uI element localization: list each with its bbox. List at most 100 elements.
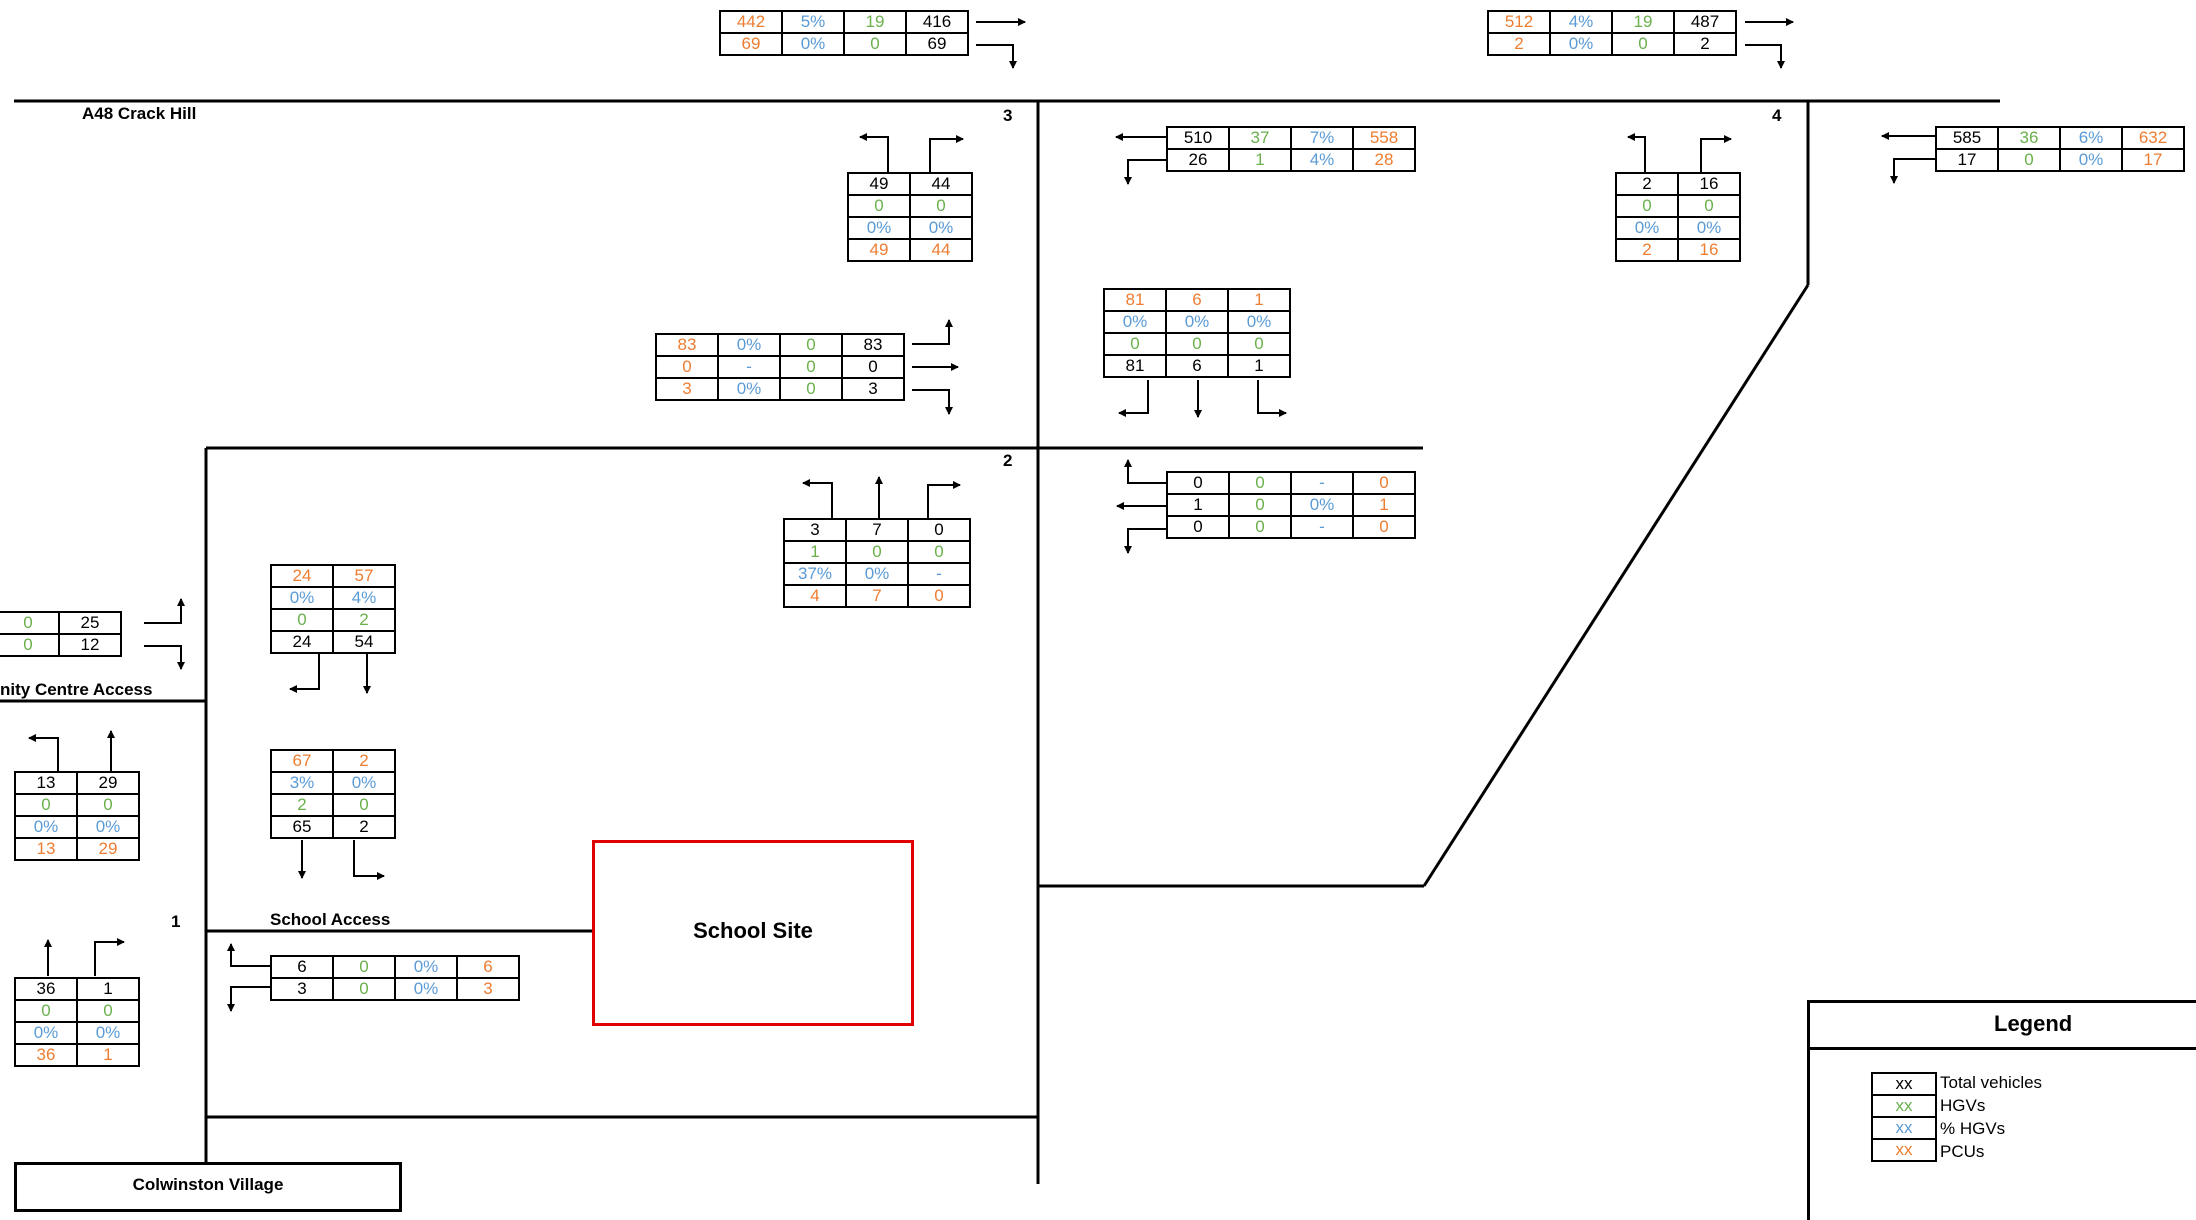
count-cell: 29 [76, 771, 140, 795]
count-row: 3%0% [270, 771, 396, 795]
legend-pcu-label: PCUs [1940, 1142, 1985, 1161]
count-cell: 0% [394, 977, 458, 1001]
count-cell: 0 [1166, 471, 1230, 495]
legend-hgv-swatch: xx [1871, 1094, 1937, 1118]
count-cell: 19 [843, 10, 907, 34]
legend-hgv-label: HGVs [1940, 1096, 1986, 1115]
count-cell: 0% [76, 1021, 140, 1045]
legend-pct-swatch: xx [1871, 1116, 1937, 1140]
count-cell: 3 [270, 977, 334, 1001]
count-cell: 558 [1352, 126, 1416, 150]
count-cell: 3% [270, 771, 334, 795]
count-cell: 0% [1615, 216, 1679, 240]
junction-label-4: 4 [1772, 106, 1782, 125]
count-row: 0%0% [847, 216, 973, 240]
count-cell: 81 [1103, 288, 1167, 312]
legend-title: Legend [1994, 1011, 2073, 1036]
count-cell: 69 [719, 32, 783, 56]
count-cell: 0 [841, 355, 905, 379]
road-label-a48: A48 Crack Hill [82, 104, 197, 123]
road-label-community-access: nity Centre Access [0, 680, 153, 699]
count-cell: 0 [1228, 515, 1292, 539]
count-cell: 37% [783, 562, 847, 586]
count-cell: 6 [270, 955, 334, 979]
count-cell: 0% [394, 955, 458, 979]
count-cell: 17 [1935, 148, 1999, 172]
count-cell: 0% [76, 815, 140, 839]
count-cell: 0 [909, 194, 973, 218]
count-cell: 0 [1352, 515, 1416, 539]
count-row: 0%0%0% [1103, 310, 1291, 334]
count-cell: 0% [781, 32, 845, 56]
count-cell: 12 [58, 633, 122, 657]
count-cell: 13 [14, 837, 78, 861]
count-cell: 0% [14, 1021, 78, 1045]
count-cell: 512 [1487, 10, 1551, 34]
count-cell: 1 [1227, 288, 1291, 312]
count-cell: 6% [2059, 126, 2123, 150]
count-cell: 36 [14, 977, 78, 1001]
count-cell: - [907, 562, 971, 586]
count-cell: 1 [783, 540, 847, 564]
count-cell: 0 [1228, 493, 1292, 517]
count-cell: 3 [783, 518, 847, 542]
count-cell: 510 [1166, 126, 1230, 150]
count-cell: 0 [779, 377, 843, 401]
count-cell: 65 [270, 815, 334, 839]
count-cell: 6 [1165, 288, 1229, 312]
count-cell: 0% [14, 815, 78, 839]
count-cell: 83 [841, 333, 905, 357]
count-cell: 0 [1352, 471, 1416, 495]
count-cell: 7 [845, 584, 909, 608]
count-row: 0%4% [270, 586, 396, 610]
count-cell: 1 [1166, 493, 1230, 517]
count-cell: 0 [1997, 148, 2061, 172]
count-cell: 0 [332, 793, 396, 817]
count-cell: 5% [781, 10, 845, 34]
count-cell: 0% [1549, 32, 1613, 56]
count-cell: 83 [655, 333, 719, 357]
count-cell: 2 [332, 608, 396, 632]
count-cell: 0% [270, 586, 334, 610]
count-cell: 2 [332, 749, 396, 773]
count-cell: 24 [270, 630, 334, 654]
count-cell: 4% [332, 586, 396, 610]
count-cell: - [1290, 471, 1354, 495]
count-cell: 0 [1165, 332, 1229, 356]
count-cell: 1 [76, 1043, 140, 1067]
count-cell: 28 [1352, 148, 1416, 172]
count-cell: 2 [1673, 32, 1737, 56]
count-cell: 3 [655, 377, 719, 401]
count-cell: 2 [1487, 32, 1551, 56]
legend-total-swatch: xx [1871, 1072, 1937, 1096]
count-cell: 2 [1615, 172, 1679, 196]
count-cell: 585 [1935, 126, 1999, 150]
legend-total-label: Total vehicles [1940, 1073, 2043, 1092]
count-cell: 3 [456, 977, 520, 1001]
count-cell: 0% [847, 216, 911, 240]
count-cell: 69 [905, 32, 969, 56]
count-cell: 49 [847, 172, 911, 196]
legend-pct-label: % HGVs [1940, 1119, 2006, 1138]
